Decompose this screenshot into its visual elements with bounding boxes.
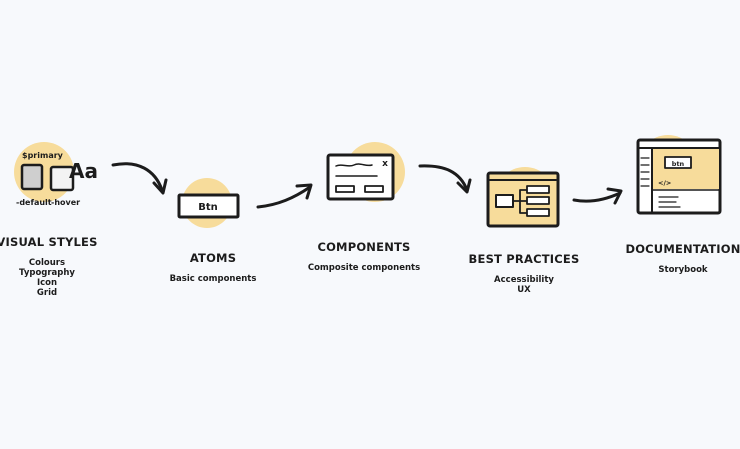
- subtitle-basic-components: Basic components: [169, 274, 257, 284]
- step-title-visual-styles: VISUAL STYLES: [0, 235, 98, 249]
- subtitle-storybook: Storybook: [658, 265, 708, 275]
- flow-arrow: [256, 183, 313, 209]
- step-subtitles-documentation: Storybook: [658, 265, 707, 275]
- flow-arrow: [572, 187, 623, 205]
- step-title-atoms: ATOMS: [189, 251, 237, 265]
- primary-token-label: $primary: [22, 151, 64, 160]
- code-icon: </>: [658, 179, 671, 187]
- close-icon: x: [382, 159, 388, 169]
- tree-structure-icon: [486, 167, 560, 228]
- subtitle-accessibility: Accessibility: [494, 275, 554, 285]
- hover-swatch: [49, 165, 75, 192]
- flow-arrow: [111, 162, 168, 195]
- step-subtitles-best-practices: Accessibility UX: [494, 275, 554, 295]
- step-title-documentation: DOCUMENTATION: [625, 242, 740, 256]
- dialog-component-icon: x: [326, 142, 405, 202]
- subtitle-ux: UX: [517, 285, 531, 295]
- button-sketch-label: Btn: [198, 202, 218, 213]
- step-subtitles-components: Composite components: [308, 263, 420, 273]
- default-swatch: [20, 163, 44, 191]
- step-subtitles-visual-styles: Colours Typography Icon Grid: [19, 258, 75, 298]
- storybook-window-icon: btn </>: [636, 135, 722, 215]
- default-state-label: -default: [16, 198, 52, 207]
- button-atom-icon: Btn: [177, 178, 240, 228]
- step-title-best-practices: BEST PRACTICES: [468, 252, 580, 266]
- subtitle-grid: Grid: [36, 288, 58, 298]
- storybook-button-sketch: [664, 156, 692, 169]
- typeface-sample: Aa: [69, 159, 98, 183]
- step-title-components: COMPONENTS: [317, 240, 411, 254]
- flow-arrow: [418, 164, 472, 194]
- subtitle-typography: Typography: [19, 268, 75, 278]
- step-subtitles-atoms: Basic components: [170, 274, 257, 284]
- hover-state-label: -hover: [51, 198, 80, 207]
- subtitle-composite-components: Composite components: [307, 263, 421, 273]
- subtitle-colours: Colours: [28, 258, 66, 268]
- storybook-button-label: btn: [672, 160, 685, 168]
- button-sketch: [177, 193, 240, 219]
- visual-styles-icon: $primary Aa -default -hover: [14, 142, 98, 207]
- subtitle-icon: Icon: [36, 278, 58, 288]
